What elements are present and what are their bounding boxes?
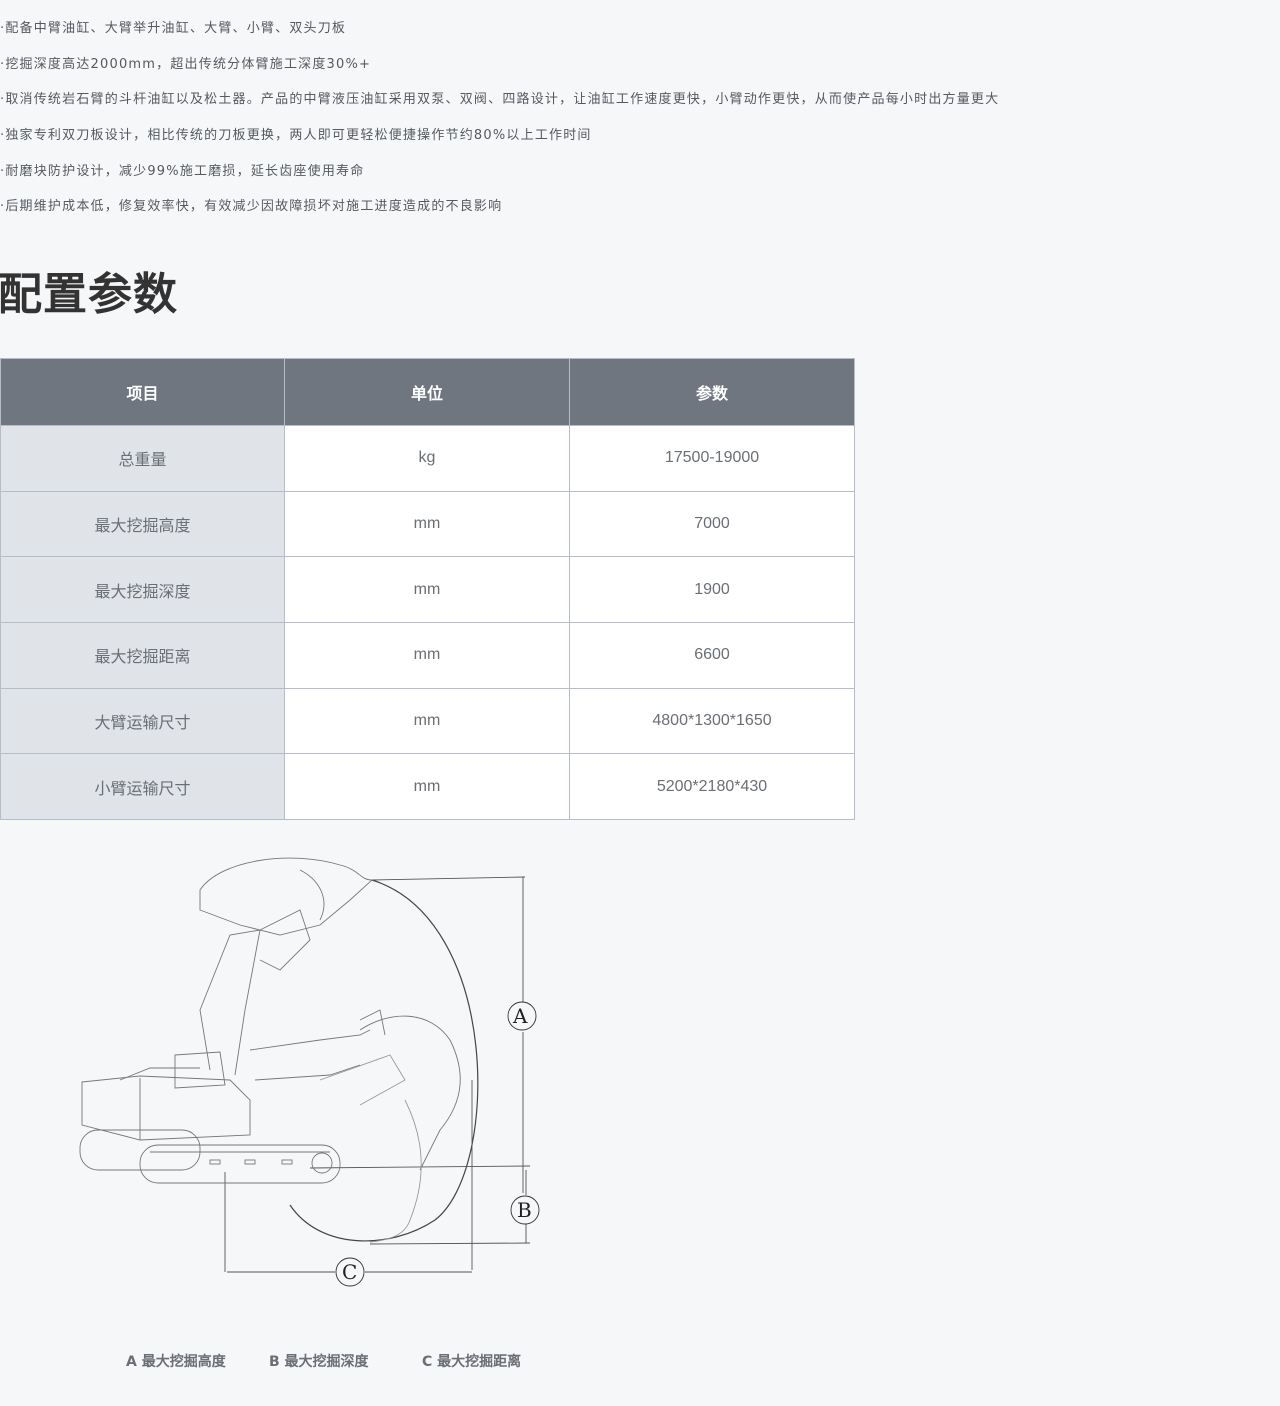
cell-item: 最大挖掘深度 [0,556,285,624]
table-row: 最大挖掘距离 mm 6600 [0,622,855,689]
reach-arc [289,879,479,1242]
table-row: 小臂运输尺寸 mm 5200*2180*430 [0,753,855,821]
table-row: 最大挖掘深度 mm 1900 [0,556,855,624]
diagram-legend: A 最大挖掘高度 B 最大挖掘深度 C 最大挖掘距离 [0,1351,660,1373]
header-unit: 单位 [284,358,570,426]
cell-unit: mm [284,556,570,624]
feature-item: ·取消传统岩石臂的斗杆油缸以及松土器。产品的中臂液压油缸采用双泵、双阀、四路设计… [0,92,1000,108]
marker-b-label: B [517,1198,532,1222]
legend-item-b: B 最大挖掘深度 [269,1354,369,1370]
cell-item: 大臂运输尺寸 [0,687,285,755]
table-header-row: 项目 单位 参数 [0,358,855,426]
cell-value: 6600 [569,622,855,689]
cell-value: 7000 [569,490,855,558]
cell-unit: kg [284,425,570,492]
cell-item: 总重量 [0,425,285,492]
feature-item: ·独家专利双刀板设计，相比传统的刀板更换，两人即可更轻松便捷操作节约80%以上工… [0,128,592,144]
table-row: 最大挖掘高度 mm 7000 [0,490,855,558]
cell-item: 最大挖掘高度 [0,490,285,558]
cell-value: 17500-19000 [569,425,855,492]
table-row: 总重量 kg 17500-19000 [0,425,855,492]
marker-b [510,1195,540,1225]
feature-list: ·配备中臂油缸、大臂举升油缸、大臂、小臂、双头刀板 ·挖掘深度高达2000mm，… [0,17,999,231]
cell-unit: mm [284,687,570,755]
marker-c-label: C [342,1260,358,1284]
legend-item-c: C 最大挖掘距离 [422,1354,522,1370]
feature-item: ·配备中臂油缸、大臂举升油缸、大臂、小臂、双头刀板 [0,21,347,36]
cell-value: 1900 [569,556,855,624]
feature-item: ·挖掘深度高达2000mm，超出传统分体臂施工深度30%+ [0,56,372,72]
section-title: 配置参数 [0,269,178,320]
excavator-diagram: A B C [60,840,560,1290]
feature-item: ·后期维护成本低，修复效率快，有效减少因故障损坏对施工进度造成的不良影响 [0,199,503,215]
table-row: 大臂运输尺寸 mm 4800*1300*1650 [0,687,855,755]
marker-c [335,1257,365,1287]
cell-unit: mm [284,622,570,689]
cell-unit: mm [284,753,570,821]
header-value: 参数 [569,358,855,426]
legend-item-a: A 最大挖掘高度 [126,1354,226,1370]
cell-item: 小臂运输尺寸 [0,753,285,821]
cell-item: 最大挖掘距离 [0,622,285,689]
header-item: 项目 [0,358,285,426]
cell-unit: mm [284,490,570,558]
spec-table: 项目 单位 参数 总重量 kg 17500-19000 最大挖掘高度 mm 70… [0,358,855,821]
cell-value: 5200*2180*430 [569,753,855,821]
feature-item: ·耐磨块防护设计，减少99%施工磨损，延长齿座使用寿命 [0,163,365,179]
cell-value: 4800*1300*1650 [569,687,855,755]
marker-a [507,1001,537,1031]
marker-a-label: A [513,1004,528,1028]
